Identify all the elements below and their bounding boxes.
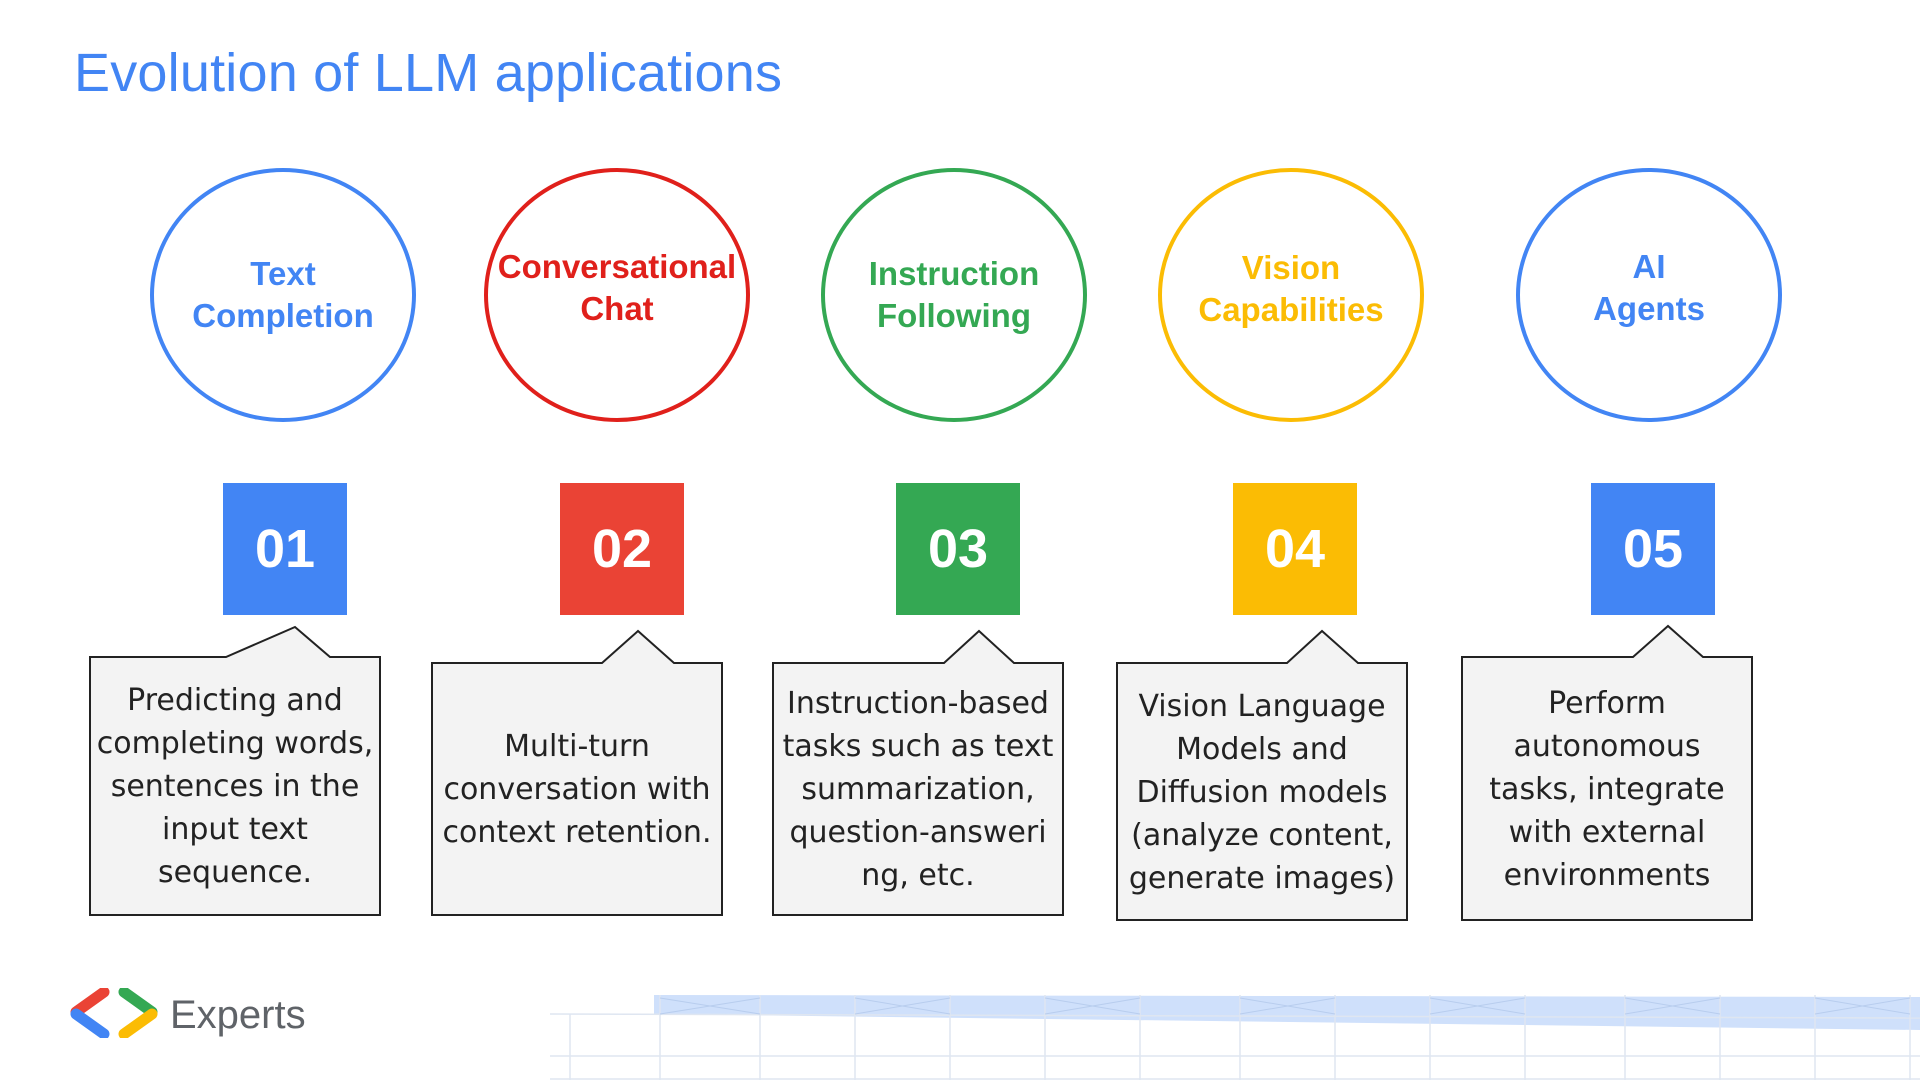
stage-label-line: Conversational [497,248,737,285]
stage-description: Instruction-based tasks such as text sum… [782,686,1054,893]
callout-shape [1461,624,1753,921]
stage-description: Multi-turn conversation with context ret… [442,729,712,850]
brand-logo: Experts [70,986,306,1043]
callout-shape [1116,629,1408,921]
callout-shape [431,629,723,916]
decorative-grid [549,990,1920,1085]
stage-number-02: 02 [560,483,684,615]
stage-number-05: 05 [1591,483,1715,615]
stage-label-line: Completion [192,297,374,334]
stage-label-line: Agents [1593,290,1705,327]
slide-title: Evolution of LLM applications [74,43,783,103]
stage-description-callout-1: Predicting and completing words, sentenc… [89,625,381,916]
stage-description-callout-3: Instruction-based tasks such as text sum… [772,629,1064,916]
callout-shape [89,625,381,916]
stage-label-line: Text [250,255,316,292]
stage-label-line: AI [1632,248,1666,285]
stage-circle-text-completion: Text Completion [150,168,416,422]
stage-circle-instruction-following: Instruction Following [821,168,1087,422]
callout-shape [772,629,1064,916]
stage-number-03: 03 [896,483,1020,615]
stage-description-callout-2: Multi-turn conversation with context ret… [431,629,723,916]
stage-label-line: Capabilities [1198,291,1384,328]
stage-description: Predicting and completing words, sentenc… [96,683,374,890]
stage-label-line: Vision [1241,249,1341,286]
stage-circle-ai-agents: AI Agents [1516,168,1782,422]
stage-label-line: Chat [580,290,654,327]
stage-label-line: Instruction [868,255,1040,292]
code-brackets-icon [70,986,158,1043]
stage-description: Vision Language Models and Diffusion mod… [1128,688,1396,896]
stage-circle-vision-capabilities: Vision Capabilities [1158,168,1424,422]
stage-number-01: 01 [223,483,347,615]
brand-name: Experts [170,992,306,1037]
stage-circle-conversational-chat: Conversational Chat [484,168,750,422]
stage-description-callout-5: Perform autonomous tasks, integrate with… [1461,624,1753,921]
stage-description: Perform autonomous tasks, integrate with… [1489,685,1725,893]
stage-description-callout-4: Vision Language Models and Diffusion mod… [1116,629,1408,921]
stage-number-04: 04 [1233,483,1357,615]
stage-label-line: Following [877,297,1031,334]
